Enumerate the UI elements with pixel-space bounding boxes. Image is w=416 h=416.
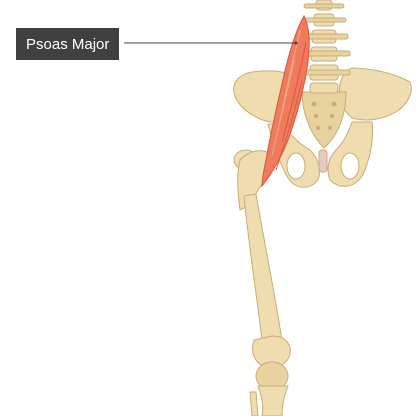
psoas-major-muscle [261, 14, 310, 188]
right-obturator-foramen [340, 152, 360, 180]
tibia-fibula [249, 385, 289, 416]
structure-label-text: Psoas Major [26, 35, 110, 53]
sacrum [301, 91, 347, 149]
femur [233, 149, 291, 369]
structure-label: Psoas Major [16, 28, 120, 60]
lumbar-spine [297, 0, 351, 94]
pubic-symphysis [318, 149, 328, 173]
sacral-foramina [311, 101, 337, 130]
leader-point [294, 41, 298, 45]
right-ilium [339, 67, 412, 121]
left-obturator-foramen [286, 152, 306, 180]
